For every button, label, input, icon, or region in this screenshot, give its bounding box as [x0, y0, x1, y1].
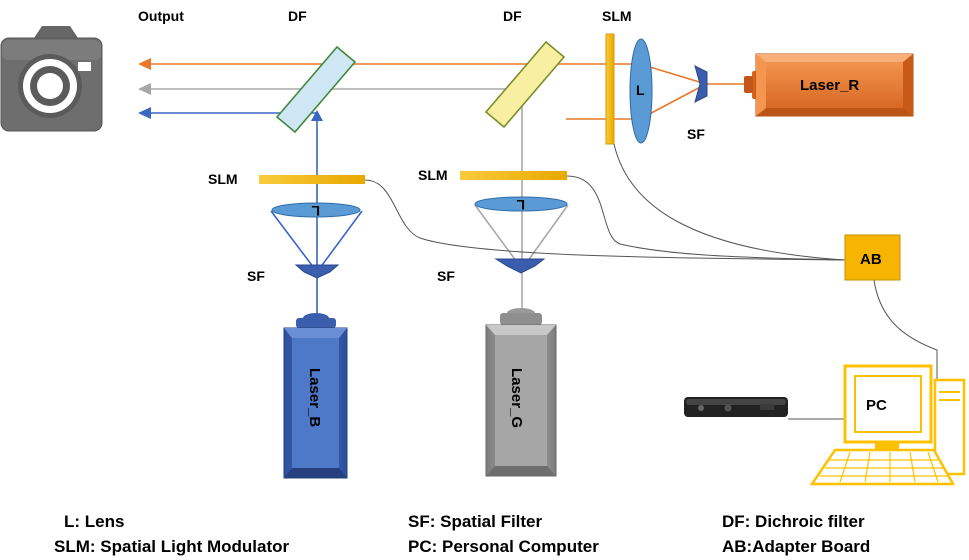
legend-item: SF: Spatial Filter: [408, 512, 543, 531]
red-beam-arrowhead: [138, 58, 151, 70]
slm-blue-label: SLM: [208, 171, 238, 187]
adapter-board: [844, 234, 901, 281]
spatial-filter-red: [694, 65, 708, 103]
lens-green: [474, 196, 568, 212]
laser-green: [485, 308, 557, 477]
slm-top-label: SLM: [602, 8, 632, 24]
df-right-label: DF: [503, 8, 522, 24]
lens-green-label: L: [516, 197, 525, 213]
lens-r-label: L: [636, 82, 645, 98]
camera-icon: [0, 26, 103, 132]
sf-r-label: SF: [687, 126, 705, 142]
blue-beam-arrowhead-up: [311, 110, 323, 121]
lens-blue-label: L: [311, 203, 320, 219]
slm-red: [605, 33, 615, 145]
laser-blue-label: Laser_B: [306, 368, 323, 427]
slm-blue: [259, 175, 365, 184]
lens-red: [629, 38, 653, 144]
legend: L: Lens SLM: Spatial Light Modulator SF:…: [54, 512, 870, 556]
legend-item: SLM: Spatial Light Modulator: [54, 537, 290, 556]
cables: [364, 143, 938, 420]
sf-green-label: SF: [437, 268, 455, 284]
spatial-filter-blue: [294, 264, 340, 279]
legend-item: L: Lens: [64, 512, 124, 531]
blue-beam-arrowhead: [138, 107, 151, 119]
ab-label: AB: [860, 251, 882, 268]
green-beam-arrowhead: [138, 83, 151, 95]
red-beam: [141, 63, 745, 120]
laser-green-label: Laser_G: [508, 368, 525, 428]
spatial-filter-green: [494, 258, 546, 274]
legend-item: PC: Personal Computer: [408, 537, 599, 556]
computer-icon: [809, 364, 966, 486]
dichroic-filter-left: [275, 45, 357, 134]
kinect-sensor-icon: [684, 397, 788, 417]
dichroic-filter-right: [484, 40, 566, 129]
laser-red: [744, 53, 914, 117]
legend-item: DF: Dichroic filter: [722, 512, 865, 531]
lens-blue: [271, 202, 361, 218]
pc-label: PC: [866, 397, 887, 414]
laser-red-label: Laser_R: [800, 77, 859, 94]
output-label: Output: [138, 8, 184, 24]
slm-green-label: SLM: [418, 167, 448, 183]
df-left-label: DF: [288, 8, 307, 24]
slm-green: [460, 171, 567, 180]
sf-blue-label: SF: [247, 268, 265, 284]
legend-item: AB:Adapter Board: [722, 537, 870, 556]
laser-blue: [283, 313, 348, 479]
